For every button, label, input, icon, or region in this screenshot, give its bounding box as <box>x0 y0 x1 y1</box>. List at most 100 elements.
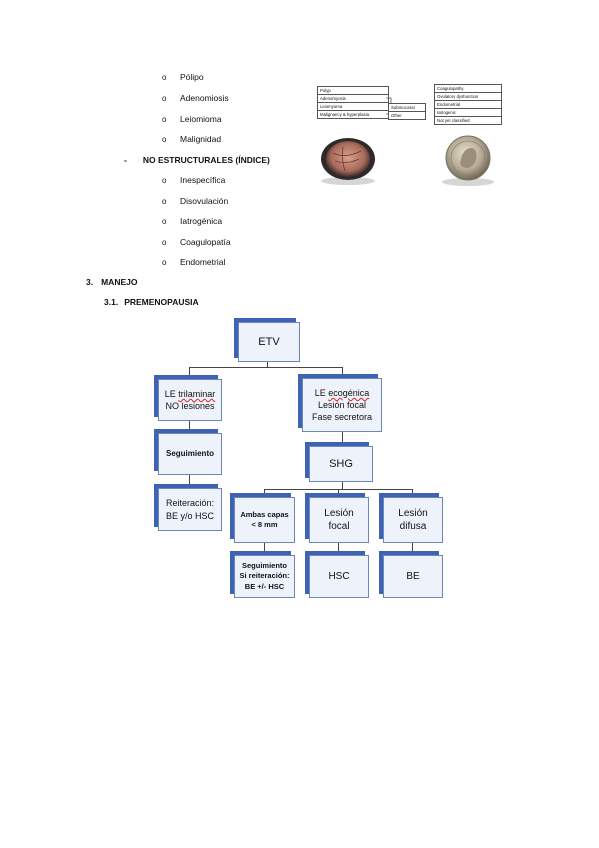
coin-table-row: Endometrial <box>435 101 501 109</box>
node-label: ETV <box>258 335 280 348</box>
connector-line <box>342 432 343 446</box>
list-item: o Endometrial <box>162 257 225 267</box>
node-text: Fase secretora <box>311 412 373 423</box>
flow-node-etv: ETV <box>238 322 300 362</box>
node-text: Lesión focal <box>317 399 367 410</box>
list-item-label: Endometrial <box>180 257 226 267</box>
flow-node-trilaminar: LE trilaminar NO lesiones <box>158 379 222 421</box>
list-item: o Inespecífica <box>162 175 225 185</box>
node-label: Lesión difusa <box>398 507 427 534</box>
connector-line <box>189 367 190 379</box>
flow-node-echogenic: LE ecogénica Lesión focal Fase secretora <box>302 378 382 432</box>
list-item-label: Disovulación <box>180 196 229 206</box>
node-label: LE trilaminar NO lesiones <box>165 388 216 412</box>
node-label: Ambas capas < 8 mm <box>240 510 288 530</box>
node-label: Seguimiento Si reiteración: BE +/- HSC <box>239 561 289 591</box>
node-text: difusa <box>399 521 427 532</box>
flow-node-both-layers: Ambas capas < 8 mm <box>234 497 295 543</box>
palm-side-row: Other <box>391 113 402 118</box>
bullet-marker: o <box>162 175 167 185</box>
connector-line <box>189 367 343 368</box>
palm-table: Polyp Adenomyosis Leiomyoma Malignancy &… <box>317 86 389 119</box>
list-item-label: Adenomiosis <box>180 93 229 103</box>
flow-node-be: BE <box>383 555 443 598</box>
palm-table-row: Polyp <box>318 87 388 95</box>
bullet-marker: o <box>162 237 167 247</box>
flow-node-shg: SHG <box>309 446 373 482</box>
list-item-label: Malignidad <box>180 134 222 144</box>
node-text: LE <box>314 387 329 398</box>
flow-node-diffuse-lesion: Lesión difusa <box>383 497 443 543</box>
coin-table-row: Coagulopathy <box>435 85 501 93</box>
node-text: BE y/o HSC <box>165 510 214 521</box>
connector-line <box>267 362 268 368</box>
node-label: LE ecogénica Lesión focal Fase secretora <box>312 387 372 423</box>
palm-side-row: Submucosal <box>389 104 425 112</box>
bullet-marker: o <box>162 216 167 226</box>
node-text: BE +/- HSC <box>244 581 285 591</box>
list-item: o Disovulación <box>162 196 228 206</box>
list-item: o Pólipo <box>162 72 204 82</box>
connector-line <box>189 475 190 488</box>
palm-hand-image <box>319 137 377 187</box>
section-title: MANEJO <box>101 277 138 287</box>
node-label: BE <box>406 570 420 582</box>
palm-table-row: Adenomyosis <box>318 95 388 103</box>
flow-node-focal-lesion: Lesión focal <box>309 497 369 543</box>
connector-line <box>412 543 413 555</box>
node-text: Si reiteración: <box>239 571 290 581</box>
flow-node-repeat: Reiteración: BE y/o HSC <box>158 488 222 531</box>
list-item-label: Inespecífica <box>180 175 226 185</box>
bullet-marker: o <box>162 72 167 82</box>
palm-table-row: Leiomyoma <box>318 103 388 111</box>
coin-image <box>440 134 496 188</box>
section-number: 3. <box>86 277 94 287</box>
non-structural-heading: - NO ESTRUCTURALES (ÍNDICE) <box>124 155 270 165</box>
palm-table-row: Malignancy & hyperplasia <box>320 112 369 117</box>
bullet-marker: o <box>162 196 167 206</box>
coin-table-row: Not yet classified <box>437 118 470 123</box>
list-item-label: Leiomioma <box>180 114 222 124</box>
flow-node-follow-up-repeat: Seguimiento Si reiteración: BE +/- HSC <box>234 555 295 598</box>
connector-line <box>342 367 343 378</box>
palm-hand-icon <box>321 138 375 185</box>
connector-line <box>264 543 265 555</box>
node-text: Lesión <box>398 507 428 519</box>
dash-marker: - <box>124 155 127 165</box>
subsection-title: PREMENOPAUSIA <box>124 297 199 307</box>
connector-line <box>412 489 413 497</box>
node-text: NO lesiones <box>165 401 215 411</box>
heading-text: NO ESTRUCTURALES (ÍNDICE) <box>142 155 270 165</box>
node-text: trilaminar <box>178 388 216 399</box>
list-item: o Iatrogénica <box>162 216 222 226</box>
node-text: Ambas capas <box>240 509 289 519</box>
subsection-number: 3.1. <box>104 297 119 307</box>
bullet-marker: o <box>162 257 167 267</box>
bullet-marker: o <box>162 93 167 103</box>
node-text: Seguimiento <box>241 561 287 571</box>
connector-line <box>338 543 339 555</box>
coin-table-row: Iatrogenic <box>435 109 501 117</box>
node-text: Reiteración: <box>165 498 215 509</box>
connector-line <box>189 421 190 433</box>
list-item: o Adenomiosis <box>162 93 229 103</box>
section-heading: 3. MANEJO <box>86 277 137 287</box>
node-label: Seguimiento <box>165 448 214 458</box>
node-text: LE <box>164 388 179 399</box>
node-text: focal <box>328 521 350 532</box>
connector-line <box>338 489 339 497</box>
list-item: o Leiomioma <box>162 114 222 124</box>
flow-node-follow-up: Seguimiento <box>158 433 222 475</box>
node-text: < 8 mm <box>251 520 278 529</box>
node-label: SHG <box>329 457 353 470</box>
list-item-label: Iatrogénica <box>180 216 223 226</box>
coin-icon <box>442 135 494 186</box>
list-item-label: Pólipo <box>180 72 204 82</box>
coin-table: Coagulopathy Ovulatory dysfunction Endom… <box>434 84 502 125</box>
bullet-marker: o <box>162 114 167 124</box>
connector-line <box>264 489 265 497</box>
connector-line <box>342 482 343 490</box>
node-label: HSC <box>328 570 350 582</box>
